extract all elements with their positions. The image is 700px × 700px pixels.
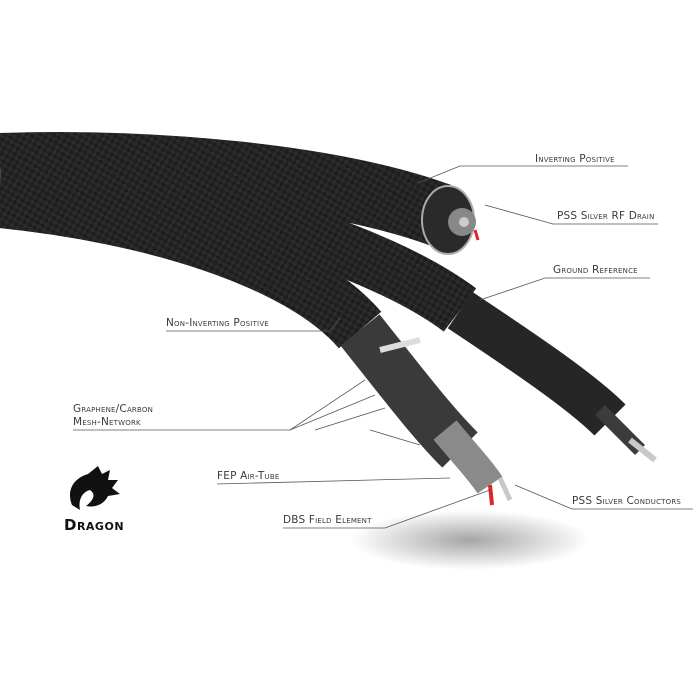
label-ground-reference: Ground Reference: [553, 264, 638, 276]
label-inverting-positive: Inverting Positive: [535, 153, 615, 165]
label-mesh-network: Mesh-Network: [73, 416, 141, 428]
label-dbs-field-element: DBS Field Element: [283, 514, 372, 526]
label-non-inverting-positive: Non-Inverting Positive: [166, 317, 269, 329]
dragon-head-icon: [69, 466, 120, 510]
logo-text: Dragon: [64, 516, 125, 534]
leader-lines: [73, 165, 693, 529]
cable-shadow: [350, 510, 590, 570]
label-pss-silver-conductors: PSS Silver Conductors: [572, 495, 682, 507]
label-pss-silver-rf-drain: PSS Silver RF Drain: [557, 210, 655, 222]
label-graphene-carbon: Graphene/Carbon: [73, 403, 154, 415]
cable-inverting: [0, 132, 480, 255]
label-fep-air-tube: FEP Air-Tube: [217, 470, 280, 482]
